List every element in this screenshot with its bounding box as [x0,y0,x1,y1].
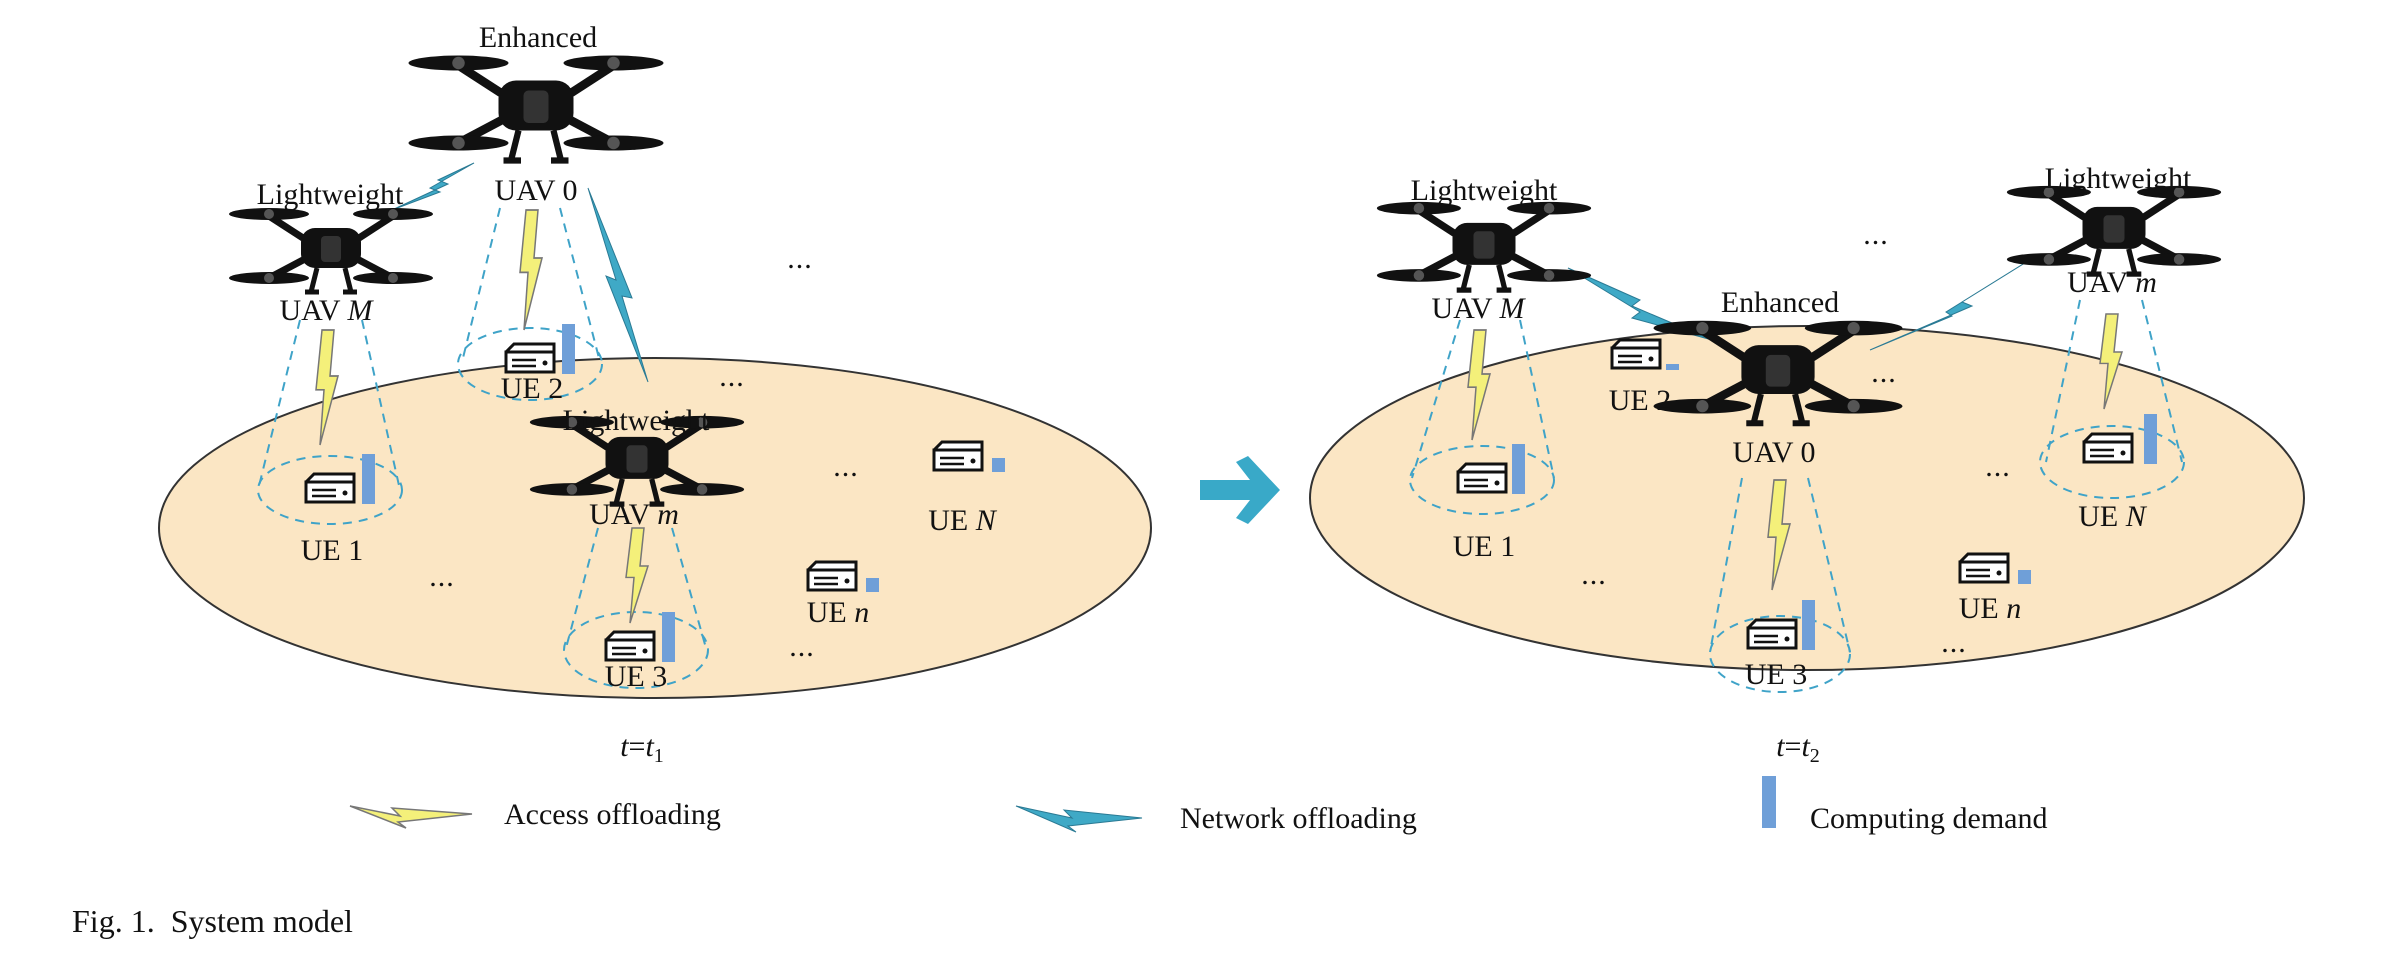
time-label-t2: t=t2 [1776,730,1820,767]
coverage-cone-uavm [2039,299,2185,499]
uav0-name-label: UAV 0 [494,174,577,207]
legend-access-bolt-icon [349,805,473,829]
demand-bar-ue2 [562,324,575,374]
ellipsis: ... [719,360,745,393]
ellipsis: ... [1581,558,1607,591]
network-bolt-uav0-uavM [391,162,475,211]
uavm-name-label: UAV m [2067,266,2157,299]
ue1-label: UE 1 [1453,530,1516,563]
ellipsis: ... [789,630,815,663]
demand-bar-uen [866,578,879,592]
ellipsis: ... [1863,218,1889,251]
ue1-label: UE 1 [301,534,364,567]
time-label-t1: t=t1 [620,730,664,767]
ue-icon-N [932,440,984,472]
legend-access-label: Access offloading [504,798,721,831]
legend-network-bolt-icon [1015,805,1143,833]
ue-icon-n [1958,552,2010,584]
ground-area [158,357,1152,699]
ue-icon-3 [604,630,656,662]
ue-icon-N [2082,432,2134,464]
demand-bar-ueN [992,458,1005,472]
uavm-type-label: Lightweight [2045,162,2192,195]
ellipsis: ... [1941,626,1967,659]
ellipsis: ... [833,450,859,483]
coverage-cone-uav0 [457,207,603,401]
ue-icon-3 [1746,618,1798,650]
coverage-cone-uavM [1409,319,1555,515]
demand-bar-ueN [2144,414,2157,464]
uav0-type-label: Enhanced [479,21,597,54]
drone-icon-uav0 [409,56,664,161]
uavM-name-label: UAV M [1431,292,1526,325]
uavm-name-label: UAV m [589,498,679,531]
transition-arrow-icon [1200,456,1280,524]
ue-icon-1 [1456,462,1508,494]
demand-bars-t2 [1512,364,2157,650]
demand-bar-uen [2018,570,2031,584]
panel-t2: Lightweight UAV M Lightweight UAV m Enha… [1309,162,2305,767]
ue-icon-1 [304,472,356,504]
ue-icon-2 [504,342,556,374]
ue3-label: UE 3 [1745,658,1808,691]
ue-icon-2 [1610,338,1662,370]
drone-icon-uavM [1377,202,1591,290]
uavM-name-label: UAV M [279,294,374,327]
drone-icon-uavm [2007,186,2221,274]
uen-label: UE n [807,596,870,629]
coverage-cone-uav0 [1709,477,1851,693]
demand-bar-ue2 [1666,364,1679,370]
ue2-label: UE 2 [501,372,564,405]
demand-bar-ue1 [362,454,375,504]
ellipsis: ... [787,242,813,275]
ue-icon-n [806,560,858,592]
ellipsis: ... [1871,356,1897,389]
uavM-type-label: Lightweight [257,178,404,211]
uavM-type-label: Lightweight [1411,174,1558,207]
legend-demand-bar-icon [1762,776,1776,828]
uav0-type-label: Enhanced [1721,286,1839,319]
network-bolt-uav0-uavm [587,187,649,383]
access-bolt-uav0-ue2 [519,209,543,331]
drone-icon-uavM [229,208,433,292]
ueN-label: UE N [928,504,998,537]
uav0-name-label: UAV 0 [1732,436,1815,469]
demand-bar-ue3 [662,612,675,662]
ue2-label: UE 2 [1609,384,1672,417]
uen-label: UE n [1959,592,2022,625]
uavm-type-label: Lightweight [563,404,710,437]
demand-bars-t1 [362,324,1005,662]
demand-bar-ue1 [1512,444,1525,494]
coverage-cone-uavm [563,527,709,689]
legend: Access offloading Network offloading Com… [349,776,2047,835]
ellipsis: ... [429,560,455,593]
legend-network-label: Network offloading [1180,802,1417,835]
legend-demand-label: Computing demand [1810,802,2047,835]
ueN-label: UE N [2078,500,2148,533]
figure-caption: Fig. 1.System model [72,903,353,939]
ellipsis: ... [1985,450,2011,483]
panel-t1: Enhanced UAV 0 Lightweight UAV M Lightwe… [158,21,1152,767]
network-bolt-uavm-uav0 [1869,255,2037,351]
demand-bar-ue3 [1802,600,1815,650]
coverage-cone-uavM [257,319,403,525]
ue3-label: UE 3 [605,660,668,693]
